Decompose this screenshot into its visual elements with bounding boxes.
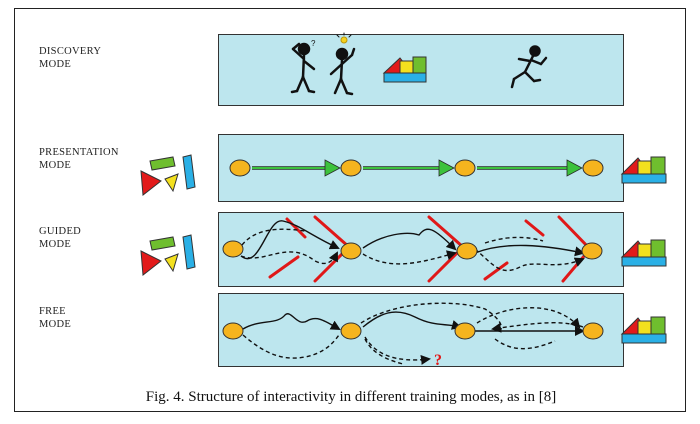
node <box>456 242 478 260</box>
node <box>582 322 604 340</box>
running-person-icon <box>510 45 548 89</box>
presentation-mode-label: PRESENTATION MODE <box>39 147 119 171</box>
figure-caption: Fig. 4. Structure of interactivity in di… <box>145 389 557 405</box>
free-panel <box>218 293 624 367</box>
idea-person-icon <box>329 32 356 96</box>
svg-text:?: ? <box>311 39 316 48</box>
guided-mode-label: GUIDED MODE <box>39 226 82 250</box>
assembled-shapes-icon <box>620 239 667 267</box>
question-mark: ? <box>434 352 442 369</box>
node <box>222 240 244 258</box>
node <box>340 159 362 177</box>
free-paths <box>242 302 585 365</box>
node <box>454 322 476 340</box>
scattered-shapes-icon <box>140 234 196 276</box>
node <box>340 322 362 340</box>
free-nodes <box>222 322 604 340</box>
guided-paths <box>240 220 585 272</box>
assembled-shapes-icon <box>620 156 667 184</box>
guided-barriers <box>268 215 593 283</box>
confused-person-icon: ? <box>290 39 316 94</box>
diagram-art: ? <box>140 32 667 369</box>
node <box>454 159 476 177</box>
assembled-shapes-icon <box>620 316 667 344</box>
guided-panel <box>218 212 624 287</box>
discovery-mode-label: DISCOVERY MODE <box>39 46 102 70</box>
node <box>582 159 604 177</box>
colored-blocks-icon <box>382 56 427 83</box>
node <box>229 159 251 177</box>
guided-nodes <box>222 240 603 260</box>
node <box>222 322 244 340</box>
presentation-path <box>229 159 604 177</box>
node <box>581 242 603 260</box>
figure: DISCOVERY MODE PRESENTATION MODE GUIDED … <box>14 8 686 412</box>
free-mode-label: FREE MODE <box>39 306 72 330</box>
scattered-shapes-icon <box>140 154 196 196</box>
node <box>340 242 362 260</box>
